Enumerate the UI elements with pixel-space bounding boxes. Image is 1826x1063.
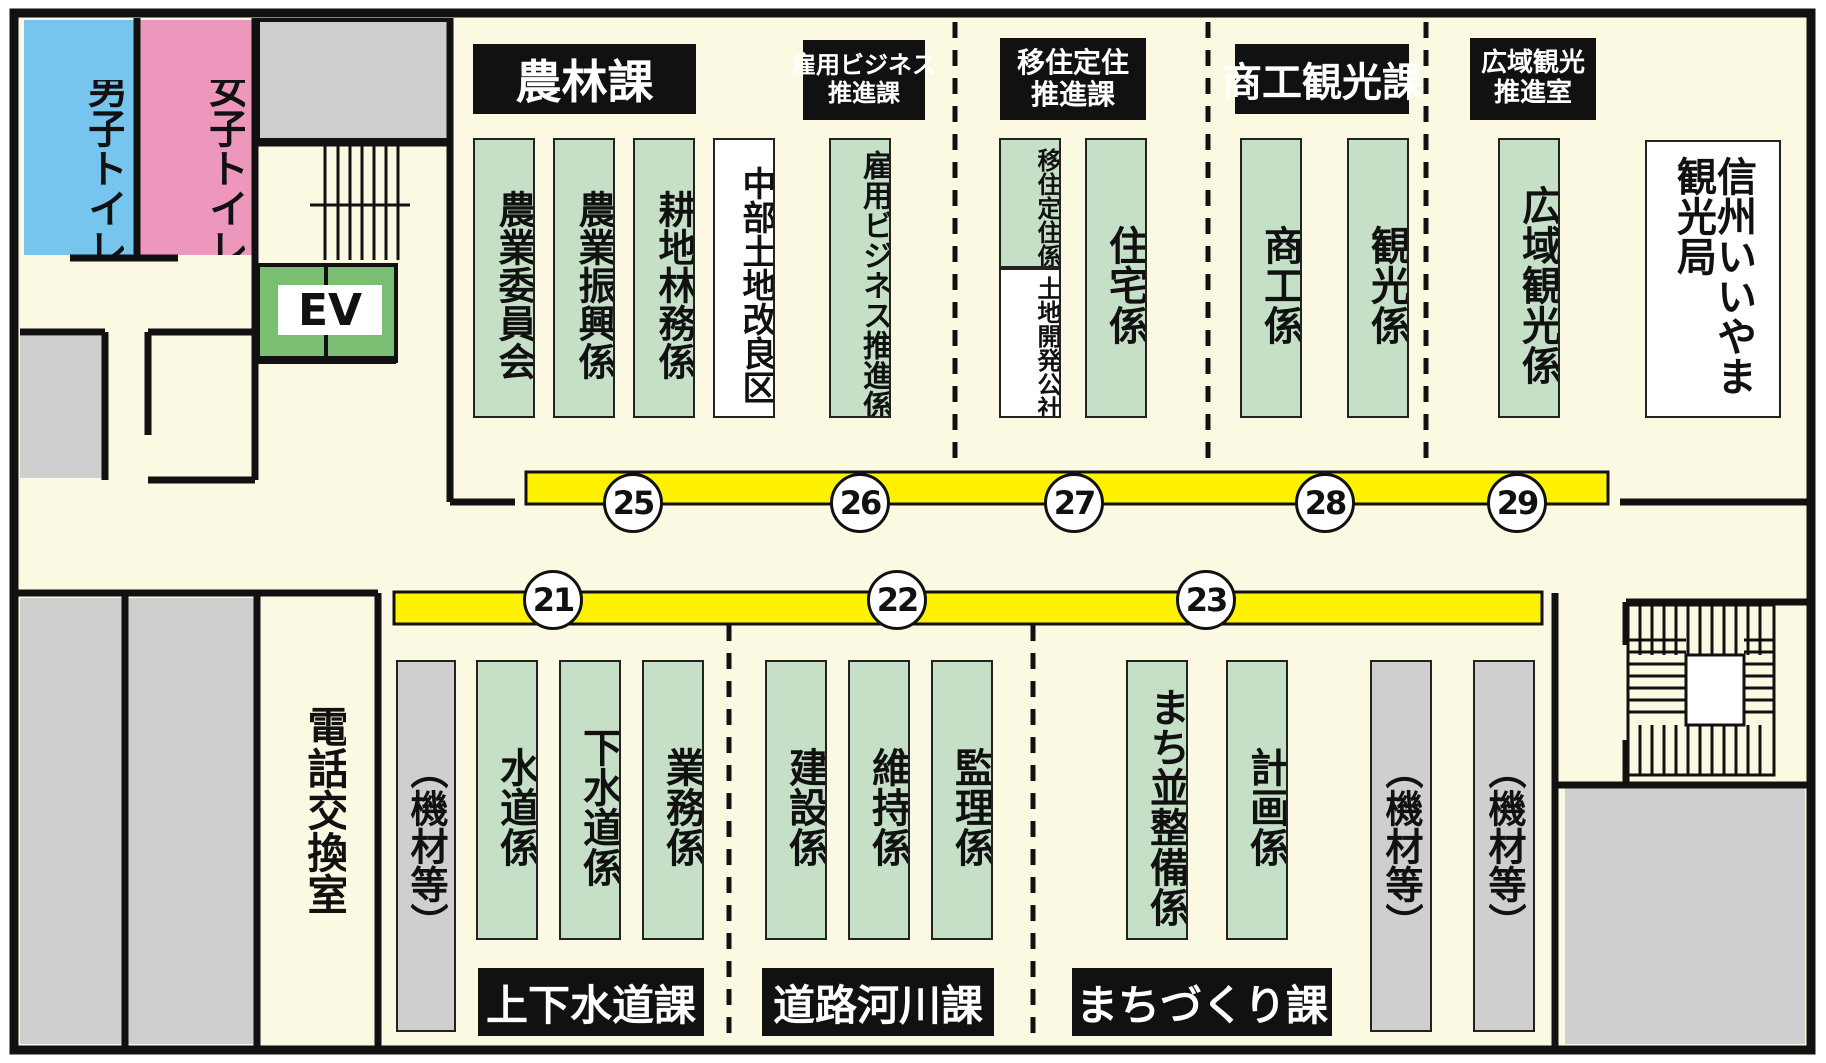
- counter-number-28: 28: [1295, 473, 1355, 533]
- counter-number-21: 21: [523, 570, 583, 630]
- counter-bar-lower: [392, 590, 1544, 626]
- sign-line: 移住定住: [1016, 45, 1129, 79]
- desk-tochi-kaihatsu-kousha: 土地開発公社: [999, 268, 1061, 418]
- sign-nourin-ka: 農林課: [473, 44, 696, 114]
- equipment-area-1: （機材等）: [396, 660, 456, 1032]
- right-staircase: [1626, 603, 1776, 777]
- sign-shoukou-kankou-ka: 商工観光課: [1222, 44, 1422, 114]
- equipment-area-2: （機材等）: [1370, 660, 1432, 1032]
- desk-gesuidou-kakari: 下水道係: [559, 660, 621, 940]
- counter-number-22: 22: [867, 570, 927, 630]
- sign-line: 広域観光: [1480, 48, 1585, 79]
- counter-number-27: 27: [1044, 473, 1104, 533]
- sign-line: 雇用ビジネス: [792, 51, 936, 80]
- storage-room-bottom-2: [128, 598, 254, 1044]
- mens-restroom-label: 男子トイレ: [81, 80, 124, 255]
- desk-ijuu-teijuu-kakari: 移住定住係: [999, 138, 1061, 268]
- sign-jougesuidou-ka: 上下水道課: [478, 968, 704, 1036]
- counter-number-29: 29: [1487, 473, 1547, 533]
- sign-ijuu-teijuu-suishin-ka: 移住定住 推進課: [1000, 38, 1146, 120]
- storage-room-right: [1565, 785, 1805, 1044]
- counter-number-23: 23: [1176, 570, 1236, 630]
- phone-exchange-room-label: 電話交換室: [301, 705, 346, 915]
- counter-number-26: 26: [830, 473, 890, 533]
- sign-line: 推進室: [1493, 78, 1572, 108]
- desk-kankou-kakari: 観光係: [1347, 138, 1409, 418]
- desk-keikaku-kakari: 計画係: [1226, 660, 1288, 940]
- desk-kanri-kakari: 監理係: [931, 660, 993, 940]
- interior-walls: [16, 18, 1810, 1046]
- storage-room-bottom-1: [20, 598, 122, 1044]
- sign-line: 推進課: [828, 79, 900, 107]
- equipment-area-3: （機材等）: [1473, 660, 1535, 1032]
- desk-gyoumu-kakari: 業務係: [642, 660, 704, 940]
- desk-shoukou-kakari: 商工係: [1240, 138, 1302, 418]
- sign-machizukuri-ka: まちづくり課: [1072, 968, 1332, 1036]
- womens-restroom-area: [140, 20, 254, 255]
- desk-nougyou-iinkai: 農業委員会: [473, 138, 535, 418]
- desk-nougyou-shinkou-kakari: 農業振興係: [553, 138, 615, 418]
- outer-wall: [9, 8, 1816, 1055]
- desk-kouiki-kankou-kakari: 広域観光係: [1498, 138, 1560, 418]
- desk-chubu-tochi-kairyouku: 中部土地改良区: [713, 138, 775, 418]
- left-staircase: [310, 145, 410, 260]
- sign-douro-kasen-ka: 道路河川課: [762, 968, 994, 1036]
- elevator-label: EV: [278, 285, 382, 336]
- desk-iji-kakari: 維持係: [848, 660, 910, 940]
- womens-restroom-label: 女子トイレ: [202, 80, 245, 255]
- sign-kouiki-kankou-suishin-shitsu: 広域観光 推進室: [1470, 38, 1596, 120]
- desk-kouchi-rinmu-kakari: 耕地林務係: [633, 138, 695, 418]
- storage-room-left: [20, 336, 102, 478]
- storage-room-top: [256, 18, 453, 142]
- counter-number-25: 25: [603, 473, 663, 533]
- desk-machinami-seibi-kakari: まち並整備係: [1126, 660, 1188, 940]
- desk-shinshu-iiyama-kankoukyoku: 信州いいやま観光局: [1645, 140, 1781, 418]
- desk-suidou-kakari: 水道係: [476, 660, 538, 940]
- sign-line: 推進課: [1030, 78, 1115, 111]
- sign-koyou-business-suishin-ka: 雇用ビジネス 推進課: [792, 40, 936, 120]
- mens-restroom-area: [24, 20, 134, 255]
- desk-koyou-business-suishin-kakari: 雇用ビジネス推進係: [829, 138, 891, 418]
- desk-kensetsu-kakari: 建設係: [765, 660, 827, 940]
- desk-juutaku-kakari: 住宅係: [1085, 138, 1147, 418]
- section-dividers: [726, 22, 1429, 1040]
